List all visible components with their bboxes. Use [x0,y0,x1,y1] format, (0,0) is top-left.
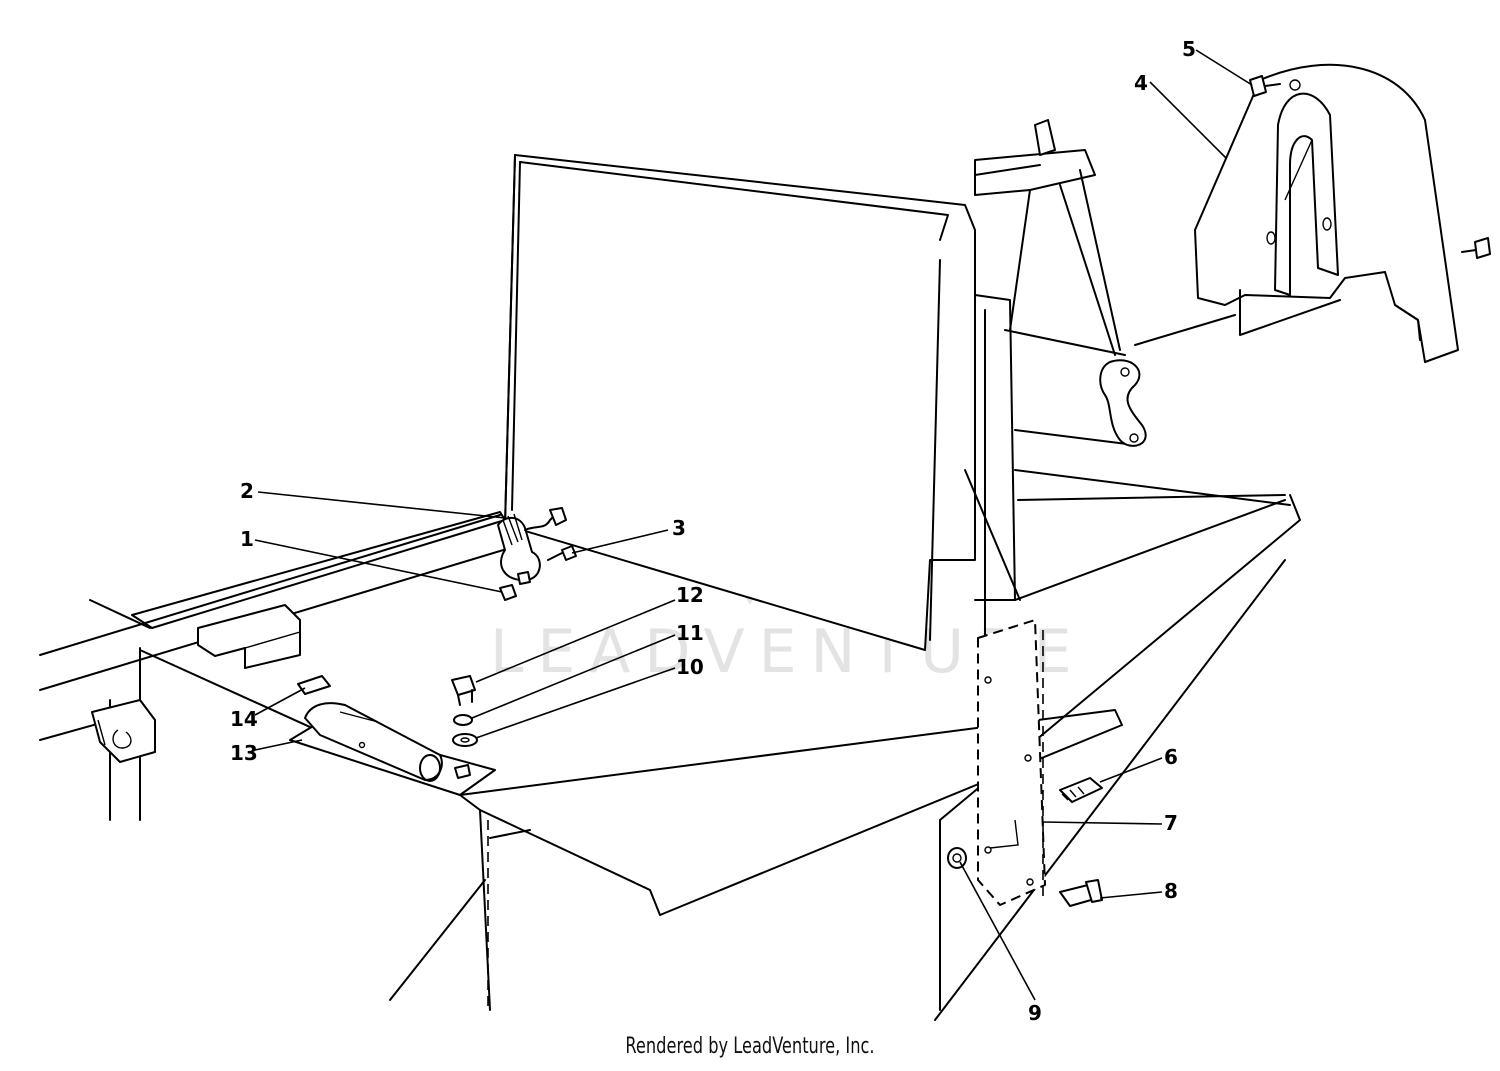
switch-assembly [497,507,577,601]
bolt-part-6 [1059,777,1103,803]
callout-3: 3 [672,516,686,540]
bolt-washer-stack [451,675,478,747]
callout-leaders [254,49,1253,1001]
left-hinge-bracket [91,699,156,763]
rail-stop-block [197,604,301,669]
callout-11: 11 [676,621,704,645]
screw-part-5 [1249,75,1281,97]
drive-shaft [1134,314,1236,346]
callout-5: 5 [1182,37,1196,61]
callout-6: 6 [1164,745,1178,769]
callout-13: 13 [230,741,258,765]
callout-12: 12 [676,583,704,607]
side-mounting-plate [977,619,1046,906]
bolt-part-8 [1059,879,1103,907]
chute-guard-shroud [1194,63,1459,363]
callout-2: 2 [240,479,254,503]
screw-right-side [1461,237,1491,259]
callout-4: 4 [1134,71,1148,95]
callout-9: 9 [1028,1001,1042,1025]
watermark-text: LEADVENTURE [490,617,1086,687]
back-panel [504,154,976,651]
base-tray [139,494,1301,1021]
callout-14: 14 [230,707,258,731]
callout-10: 10 [676,655,704,679]
callout-8: 8 [1164,879,1178,903]
s-link-bracket [1099,359,1147,447]
nut-part-9 [947,847,967,869]
callout-labels: 1 2 3 4 5 6 7 8 9 10 11 12 13 14 [230,37,1196,1025]
upright-frame [964,119,1291,646]
hinge-plate-assembly [289,675,496,796]
callout-1: 1 [240,527,254,551]
callout-7: 7 [1164,811,1178,835]
render-credit-footer: Rendered by LeadVenture, Inc. [625,1034,875,1059]
